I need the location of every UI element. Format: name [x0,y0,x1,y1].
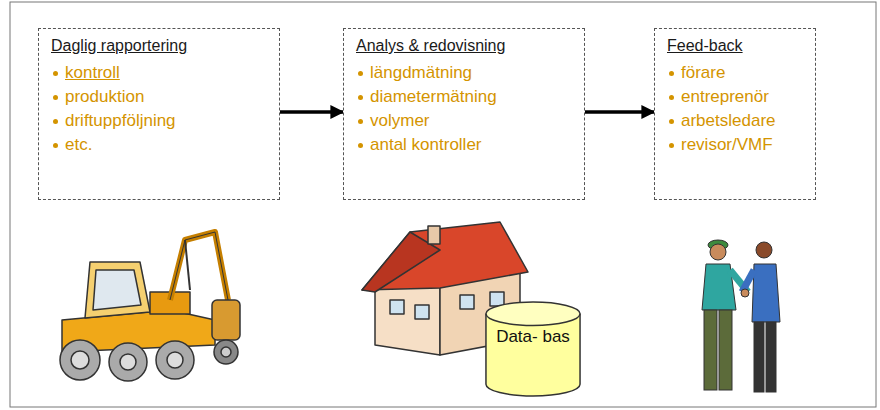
process-box: Analys & redovisning längdmätningdiameter… [343,28,585,200]
bullet-item: kontroll [51,61,269,85]
bullet-item: produktion [51,85,269,109]
box-heading: Daglig rapportering [51,37,269,55]
box-heading: Analys & redovisning [356,37,574,55]
bullet-item: volymer [356,109,574,133]
bullet-item: längdmätning [356,61,574,85]
cylinder-outline [484,300,582,398]
bullet-item: driftuppföljning [51,109,269,133]
harvester-illustration [60,232,240,381]
bullet-item: antal kontroller [356,133,574,157]
flow-arrow [585,110,654,114]
people-illustration [702,240,780,392]
bullet-item: arbetsledare [667,109,805,133]
bullet-item: förare [667,61,805,85]
bullet-item: diametermätning [356,85,574,109]
bullet-item: revisor/VMF [667,133,805,157]
flow-arrow [280,110,343,114]
bullet-item: entreprenör [667,85,805,109]
process-box: Daglig rapportering kontrollproduktiondri… [38,28,280,200]
bullet-item: etc. [51,133,269,157]
cylinder-label: Data- bas [484,326,582,348]
database-cylinder: Data- bas [484,300,582,398]
process-box: Feed-back förareentreprenörarbetsledarere… [654,28,816,200]
outer-frame [10,2,876,407]
box-heading: Feed-back [667,37,805,55]
